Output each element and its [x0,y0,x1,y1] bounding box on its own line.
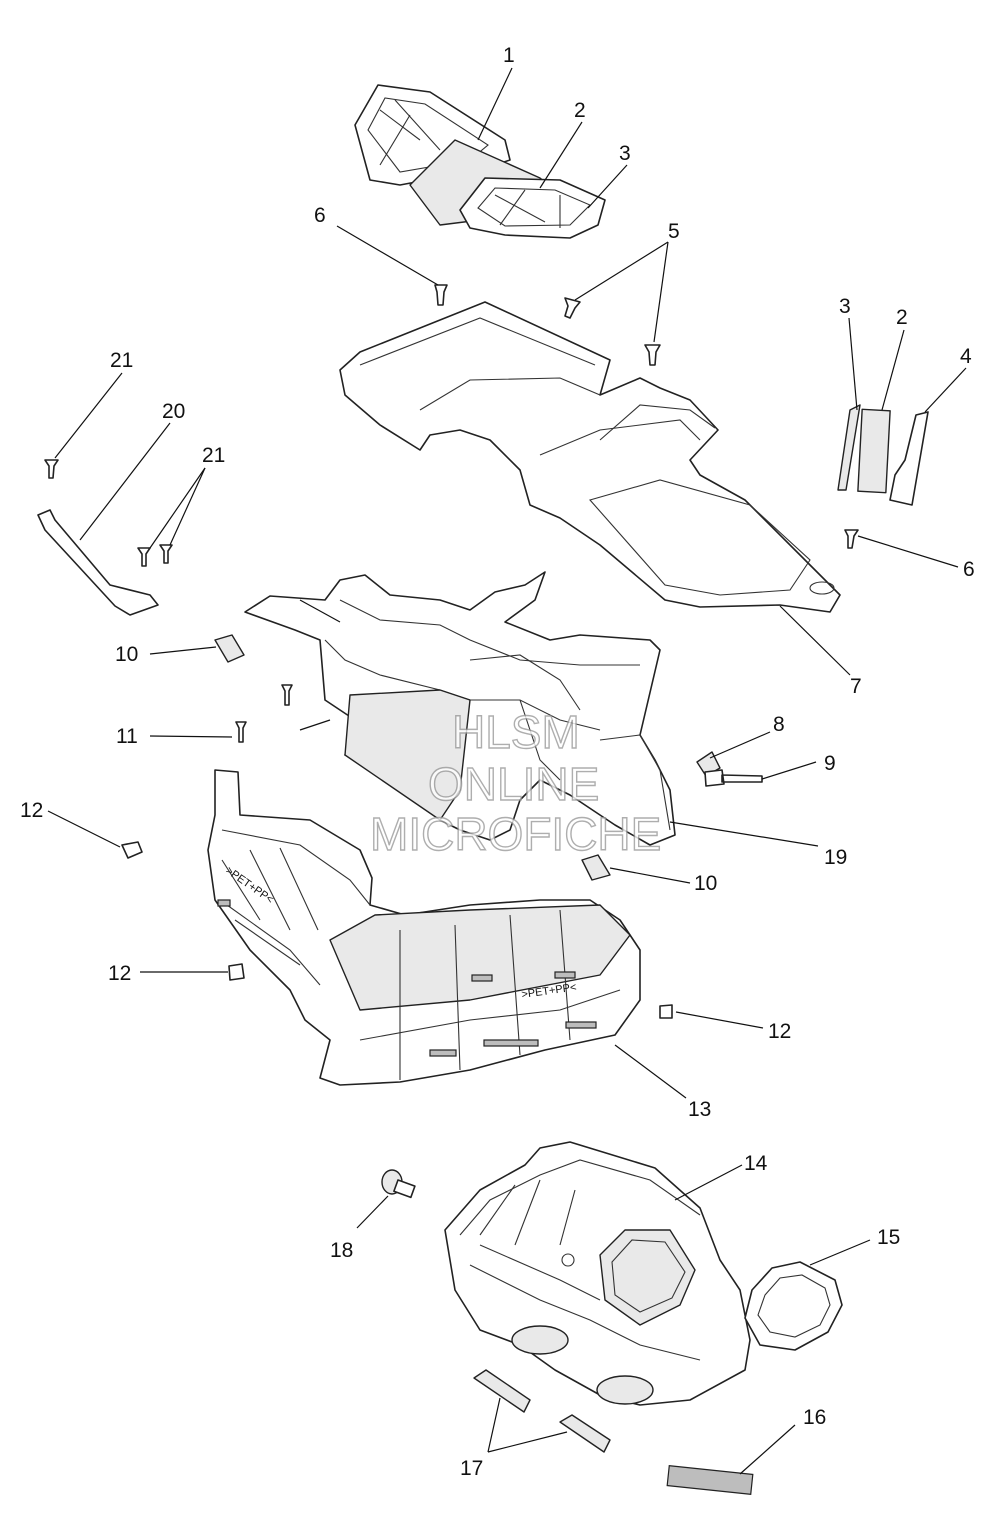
callout-11: 11 [116,725,138,748]
screw-21-top [44,459,59,479]
watermark-line-1: HLSM [452,706,580,758]
bolt-11-lower [235,721,247,743]
screw-12-right [659,1004,673,1019]
callout-4: 4 [960,345,972,368]
callout-17: 17 [460,1457,483,1480]
clip-8 [696,751,721,777]
push-rivet-6-top [434,284,448,306]
callout-12-middle: 12 [108,962,131,985]
watermark-line-2: ONLINE [428,758,599,810]
part-15-inlet-seal [744,1261,843,1351]
callout-19: 19 [824,846,847,869]
callout-12-upper: 12 [20,799,43,822]
part-17-hose-clamps [473,1369,611,1453]
push-rivet-6-right [844,529,859,549]
speed-nut-10-left [214,634,245,663]
part-20-support-bracket [37,509,159,616]
callout-15: 15 [877,1226,900,1249]
callout-6-top: 6 [314,204,326,227]
leader-lines [47,67,967,1475]
bolt-11-upper [281,684,293,706]
push-rivet-5-left [564,297,581,319]
screw-21-right [159,544,173,564]
callout-18: 18 [330,1239,353,1262]
callout-16: 16 [803,1406,826,1429]
callout-13: 13 [688,1098,711,1121]
callout-9: 9 [824,752,836,775]
fasteners [44,284,859,1019]
part-16-foam-strip [666,1465,754,1495]
callout-1: 1 [503,44,515,67]
part-13-lower-air-duct: >PET+PP< >PET+PP< [207,769,641,1086]
callout-20: 20 [162,400,185,423]
callout-8: 8 [773,713,785,736]
part-3b-side-grille [837,404,861,491]
callout-7: 7 [850,675,862,698]
callout-10-right: 10 [694,872,717,895]
push-rivet-5-right [644,344,661,366]
part-19-airbox-frame [244,571,676,846]
screw-12-upper [121,841,143,859]
callout-3-side: 3 [839,295,851,318]
callout-21-pair: 21 [202,444,225,467]
callout-3: 3 [619,142,631,165]
part-3-intake-grille-insert [459,177,606,239]
screw-21-left [137,547,151,567]
part-2b-side-filter [857,408,891,494]
callout-12-right: 12 [768,1020,791,1043]
part-14-airbox-housing [444,1141,751,1406]
speed-nut-10-right [581,854,611,881]
callout-labels: 1 2 3 5 6 3 2 4 21 20 21 6 10 7 11 8 9 1… [20,44,975,1480]
watermark-line-3: MICROFICHE [370,808,661,860]
bolt-9 [704,769,763,787]
watermark: HLSM ONLINE MICROFICHE [369,705,662,860]
part-18-clamp-knob [381,1169,416,1199]
part-4-side-grille-frame [889,411,929,506]
screw-12-middle [228,963,245,981]
callout-2: 2 [574,99,586,122]
callout-2-side: 2 [896,306,908,329]
callout-21-top: 21 [110,349,133,372]
callout-10-left: 10 [115,643,138,666]
callout-5: 5 [668,220,680,243]
callout-6-right: 6 [963,558,975,581]
part-7-upper-duct-cover [339,301,841,613]
callout-14: 14 [744,1152,768,1175]
